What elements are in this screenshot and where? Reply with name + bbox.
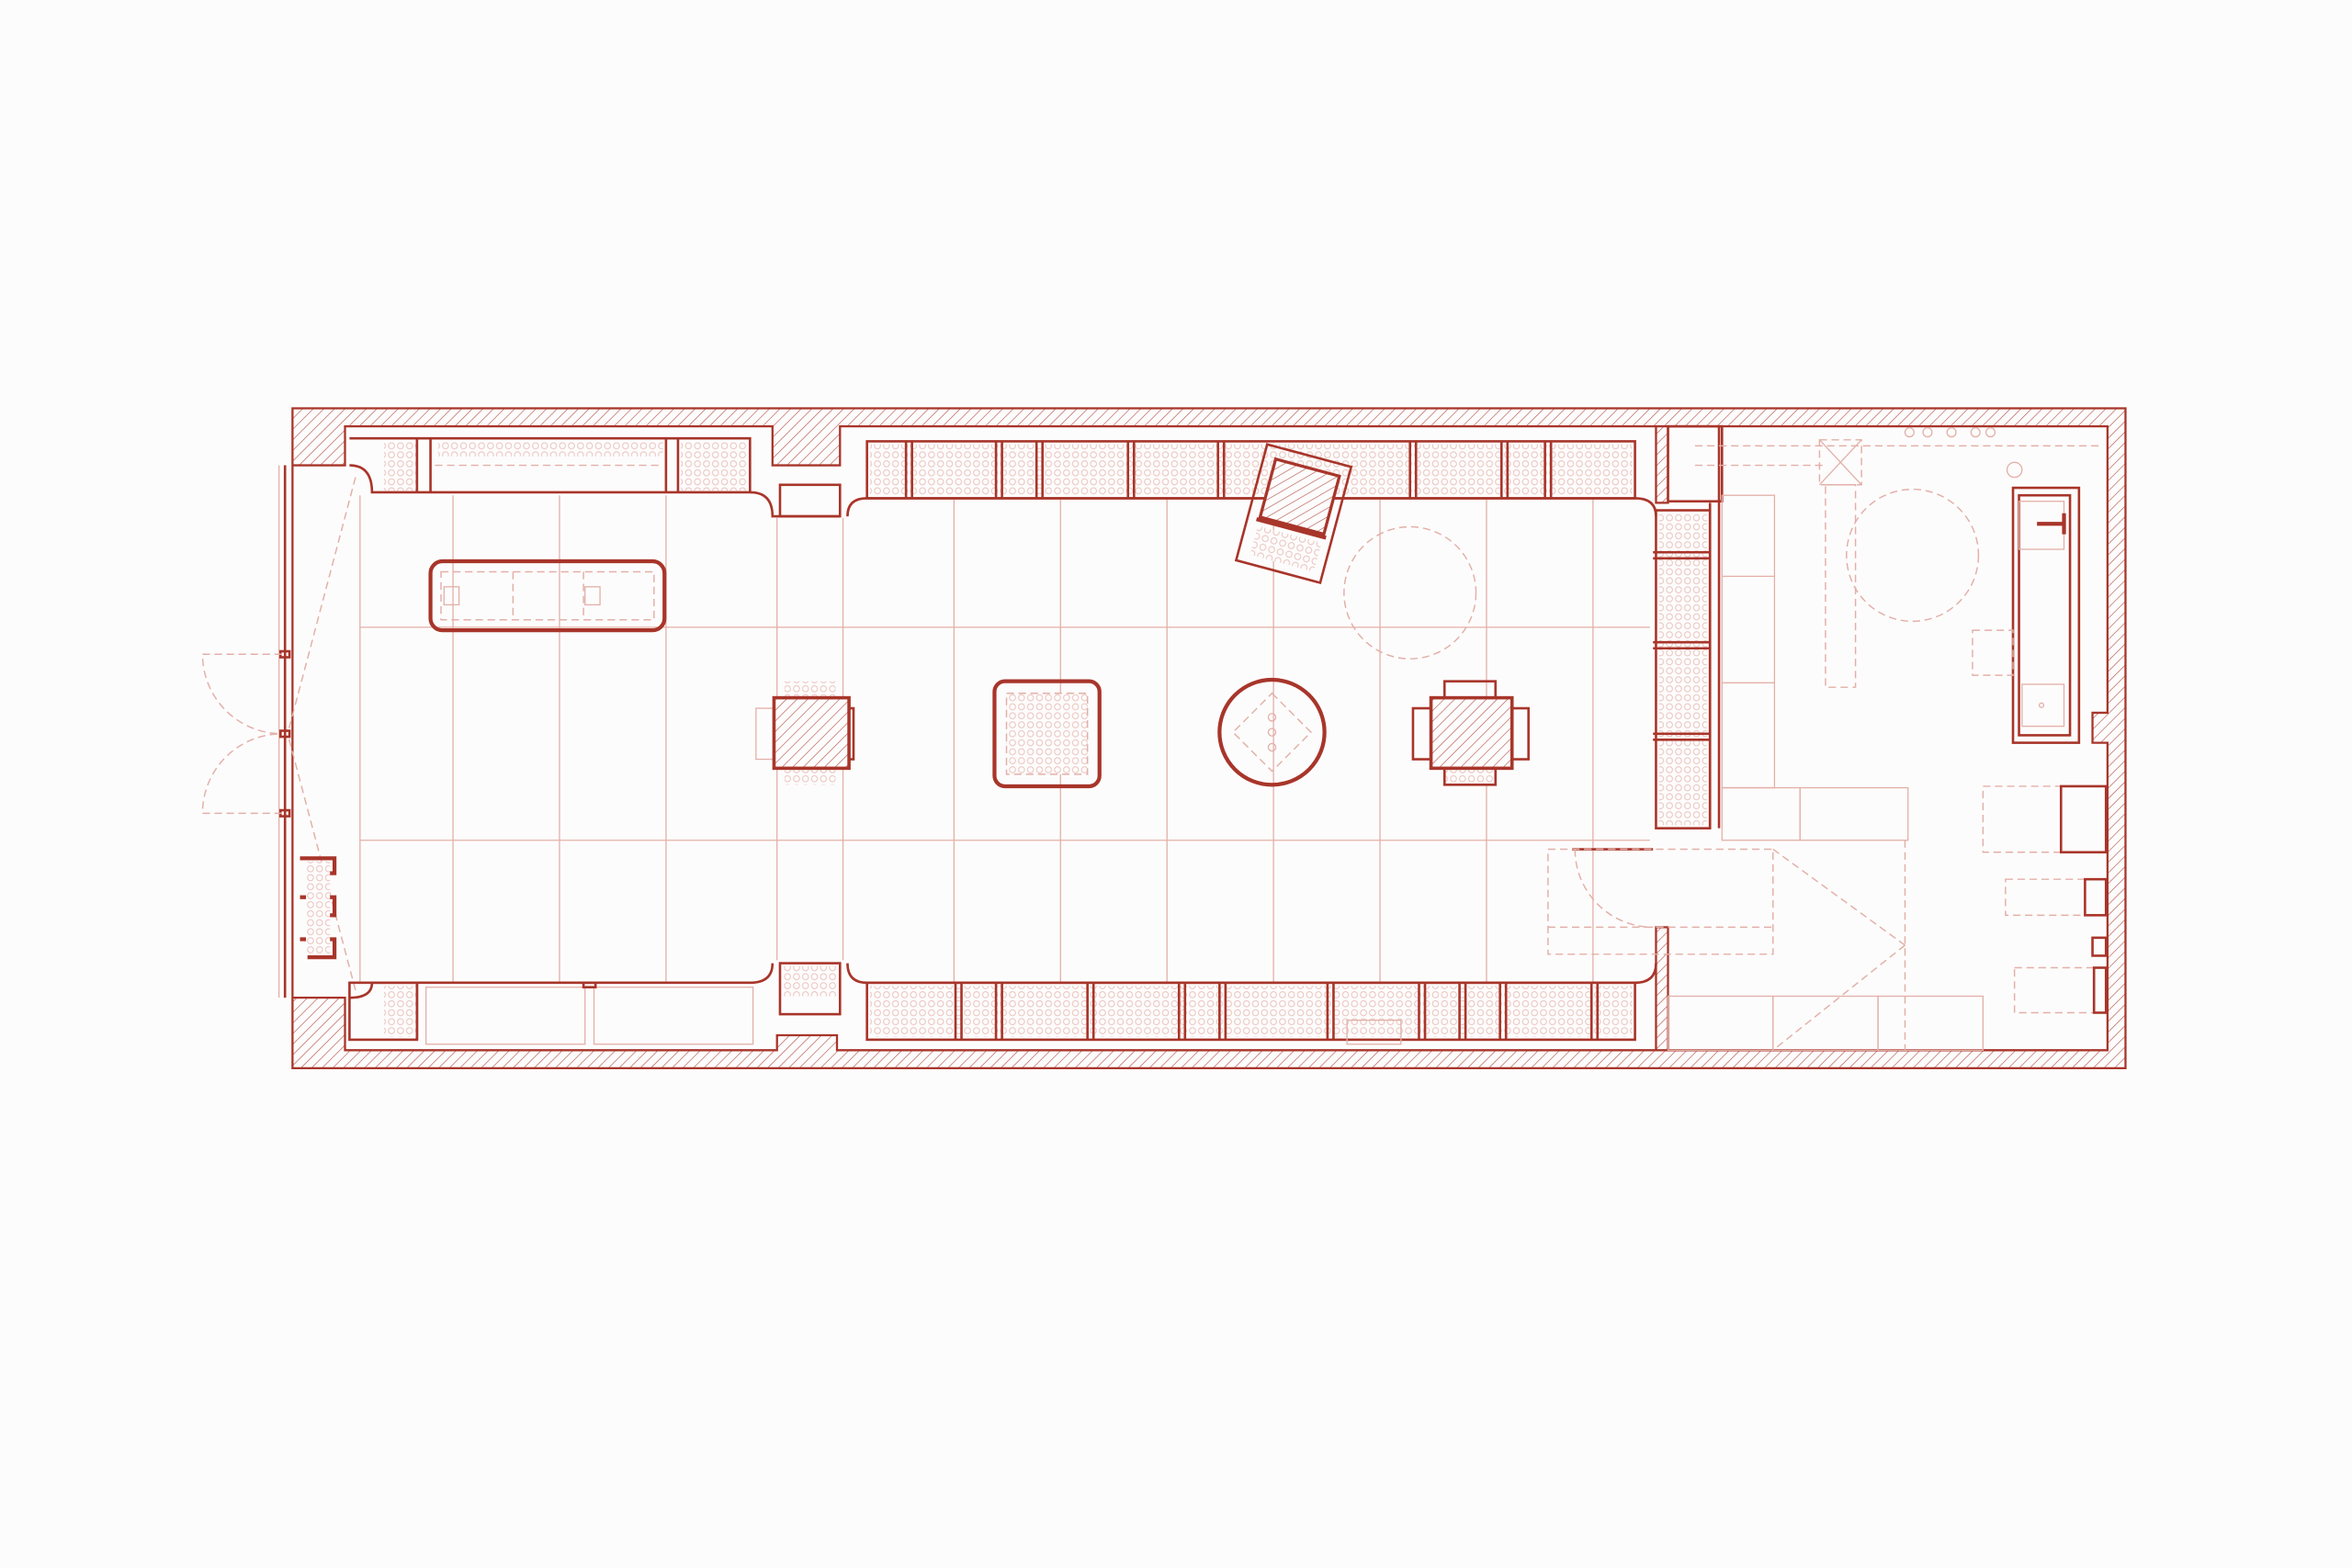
- bench-bottom-left: [348, 962, 842, 1045]
- rounded-table: [428, 558, 667, 633]
- partition-wall-top: [1655, 424, 1669, 504]
- round-table: [1217, 677, 1327, 787]
- square-ottoman: [992, 679, 1102, 789]
- bench-top-left: [349, 436, 842, 518]
- bench-right-main: [1572, 426, 1721, 929]
- rug-circle: [1343, 525, 1477, 660]
- square-table-left: [755, 681, 855, 785]
- bench-bottom-main: [846, 963, 1657, 1045]
- exterior-walls: [291, 407, 2127, 1070]
- display-rack: [300, 856, 337, 960]
- square-table-right: [1411, 680, 1530, 786]
- bench-top-main: [846, 440, 1657, 517]
- entrance-doors: [201, 465, 356, 998]
- armchair: [1234, 443, 1353, 585]
- partition-wall-bottom: [1655, 926, 1669, 1052]
- back-room: [1547, 424, 2108, 1051]
